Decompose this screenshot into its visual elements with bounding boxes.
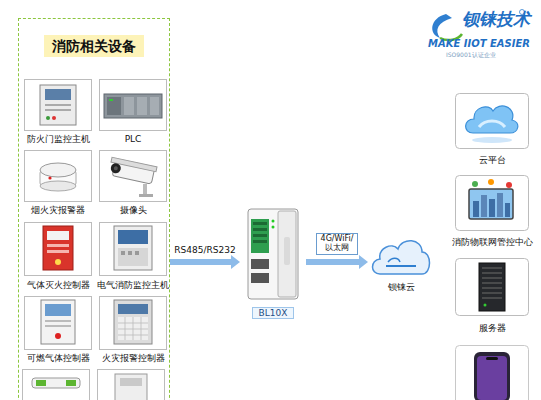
device-image [99, 222, 167, 276]
logo-cert: ISO9001认证企业 [446, 51, 496, 60]
node-label-text: 气体灭火控制器 [27, 280, 90, 290]
node-label-text: 防火门监控主机 [27, 134, 90, 144]
device-image [23, 370, 165, 400]
node-label: 可燃气体控制器 [13, 353, 103, 363]
node-label: 气体灭火控制器 [13, 280, 103, 290]
cloud-node: 钡铼云 [368, 232, 434, 298]
node-label-text: BL10X [252, 307, 295, 319]
node-label: 防火门监控主机 [13, 134, 103, 144]
data-arrow [170, 255, 240, 269]
node-label-text: 服务器 [479, 323, 506, 333]
node-label: 钡铼云 [358, 282, 444, 292]
node-label-text: 消防物联网管控中心 [452, 237, 533, 247]
device-box: 可燃气体控制器 [23, 296, 93, 368]
arrow-head [359, 255, 368, 269]
node-label-text: 火灾报警控制器 [102, 353, 165, 363]
node-label: 摄像头 [88, 205, 178, 215]
device-image [24, 79, 92, 131]
device-image [99, 79, 167, 131]
edge-label: RS485/RS232 [174, 245, 235, 255]
device-image [455, 258, 529, 316]
platform-box: 云平台 [455, 93, 529, 171]
arrow-shaft [170, 259, 232, 265]
device-box: 火灾报警控制器 [98, 296, 168, 368]
node-label: 消防物联网管控中心 [430, 237, 541, 247]
node-label-text: 摄像头 [120, 205, 147, 215]
device-box: 电气消防监控主机 [98, 222, 168, 294]
device-image [99, 150, 167, 202]
arrow-head [231, 255, 240, 269]
node-label: BL10X [230, 307, 316, 319]
node-label: 烟火灾报警器 [13, 205, 103, 215]
group-title: 消防相关设备 [9, 35, 179, 57]
device-box: PLC [98, 79, 168, 151]
node-label: 云平台 [445, 155, 539, 165]
data-arrow [306, 255, 368, 269]
node-label-text: PLC [125, 134, 142, 144]
device-image [455, 175, 529, 231]
node-label-text: 云平台 [479, 155, 506, 165]
device-image [368, 232, 434, 278]
node-label: 火灾报警控制器 [88, 353, 178, 363]
node-label-text: 钡铼云 [388, 282, 415, 292]
node-label-text: 电气消防监控主机 [97, 280, 169, 290]
device-image [455, 93, 529, 149]
gateway-box: BL10X [240, 207, 306, 323]
device-image [24, 296, 92, 350]
platform-box: 消防物联网管控中心 [440, 175, 541, 251]
device-image [24, 150, 92, 202]
node-label: 服务器 [445, 323, 539, 333]
device-box: 气体灭火控制器 [23, 222, 93, 294]
device-image [24, 222, 92, 276]
node-label: PLC [88, 134, 178, 144]
device-box: 摄像头 [98, 150, 168, 222]
arrow-shaft [306, 259, 360, 265]
device-box: 防火门监控主机 [23, 79, 93, 151]
node-label-text: 可燃气体控制器 [27, 353, 90, 363]
logo-slogan: MAKE IIOT EASIER [428, 38, 530, 49]
logo-text: 钡铼技术 [462, 8, 530, 31]
device-image [99, 296, 167, 350]
device-group: 消防相关设备防火门监控主机 PLC 烟火灾报警器 摄像头气体灭火控制器电气消防监控主机… [18, 18, 170, 400]
group-title-band: 消防相关设备 [44, 35, 144, 57]
device-image [240, 207, 306, 302]
node-label-text: 烟火灾报警器 [31, 205, 85, 215]
phone-image [456, 346, 529, 400]
node-label: 电气消防监控主机 [88, 280, 178, 290]
device-box: 烟火灾报警器 [23, 150, 93, 222]
edge-label: 4G/WiFi/ 以太网 [316, 233, 358, 255]
platform-box: 服务器 [455, 258, 529, 338]
